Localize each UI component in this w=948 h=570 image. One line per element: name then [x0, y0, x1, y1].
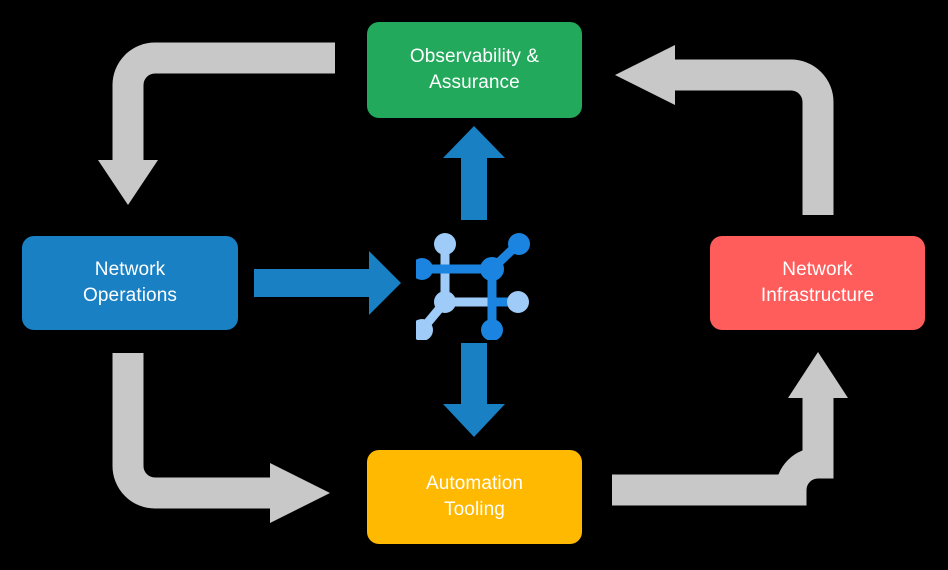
connector-netinfra-to-observability [615, 45, 834, 215]
connector-netops-to-automation [112, 353, 330, 523]
node-observability-assurance[interactable]: Observability & Assurance [367, 22, 582, 118]
node-automation-tooling[interactable]: Automation Tooling [367, 450, 582, 544]
node-network-infrastructure[interactable]: Network Infrastructure [710, 236, 925, 330]
connector-netops-to-center [254, 251, 401, 315]
connector-automation-to-netinfra [612, 352, 848, 506]
connector-observability-to-netops [98, 42, 335, 205]
network-topology-icon [416, 233, 530, 340]
node-network-operations[interactable]: Network Operations [22, 236, 238, 330]
connector-center-to-observability [443, 126, 505, 220]
connector-center-to-automation [443, 343, 505, 437]
